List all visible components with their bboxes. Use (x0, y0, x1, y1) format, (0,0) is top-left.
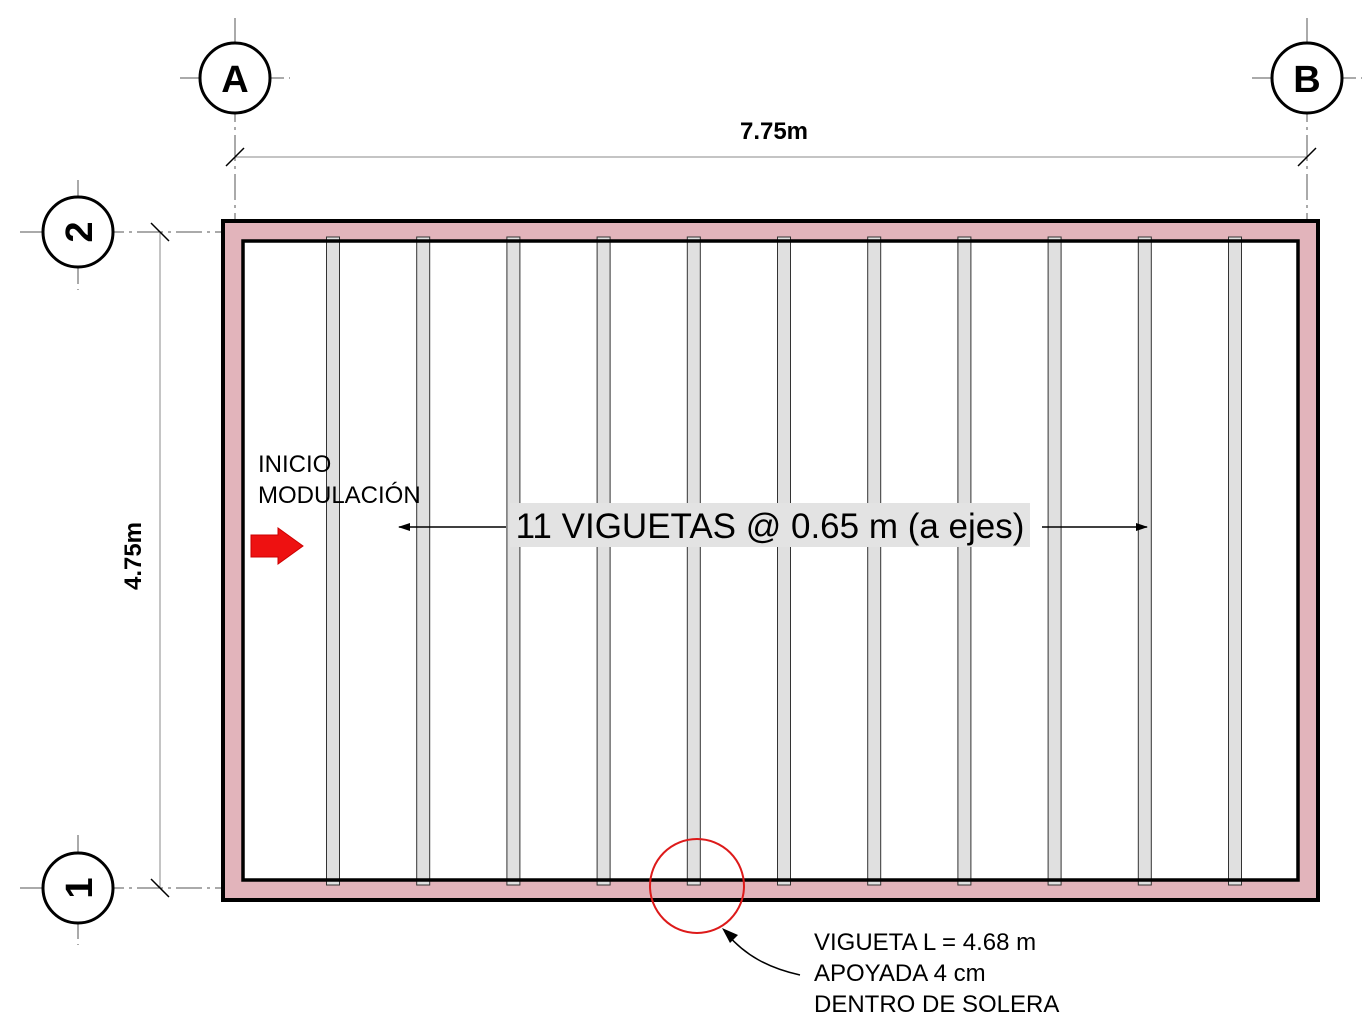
detail-note-line1: VIGUETA L = 4.68 m (814, 929, 1036, 956)
joist (1047, 236, 1062, 886)
width-tick-right (1297, 147, 1317, 167)
detail-leader-arrowhead (722, 928, 738, 943)
bond-beam (223, 221, 1318, 900)
joist-label-background (510, 503, 1030, 547)
joist-spacing-label: 11 VIGUETAS @ 0.65 m (a ejes) (516, 507, 1025, 546)
width-tick-left (225, 147, 245, 167)
axis-a-label: A (221, 59, 248, 101)
bond-beam-inner-edge (241, 239, 1300, 882)
joist (1228, 236, 1242, 886)
detail-circle (649, 838, 745, 934)
detail-leader-line (726, 933, 801, 976)
bond-beam-outer-edge (221, 219, 1320, 902)
start-arrow-icon (250, 527, 304, 565)
dimension-ticks (150, 147, 1317, 898)
joist (1137, 236, 1152, 886)
axis-b-label: B (1293, 59, 1320, 101)
axis-bubble-a: A (198, 41, 272, 115)
height-tick-top (150, 222, 170, 242)
axis-1-label: 1 (59, 877, 101, 898)
joist (777, 236, 791, 886)
joist (416, 236, 431, 886)
height-tick-bottom (150, 878, 170, 898)
joists-group (326, 236, 1242, 886)
joist (867, 236, 882, 886)
detail-note-line2: APOYADA 4 cm (814, 960, 986, 987)
axis-bubble-b: B (1270, 41, 1344, 115)
joist (326, 236, 340, 886)
joist (506, 236, 521, 886)
height-dimension-label: 4.75m (120, 522, 147, 590)
axis-2-label: 2 (59, 221, 101, 242)
detail-note-line3: DENTRO DE SOLERA (814, 991, 1059, 1018)
start-note-line2: MODULACIÓN (258, 482, 421, 509)
dimension-lines (159, 156, 1307, 888)
axis-bubble-1: 1 (41, 851, 115, 925)
joist (686, 236, 701, 886)
joist (957, 236, 972, 886)
joist (596, 236, 611, 886)
width-dimension-label: 7.75m (740, 118, 808, 145)
start-note-line1: INICIO (258, 451, 331, 478)
axis-bubble-2: 2 (41, 195, 115, 269)
